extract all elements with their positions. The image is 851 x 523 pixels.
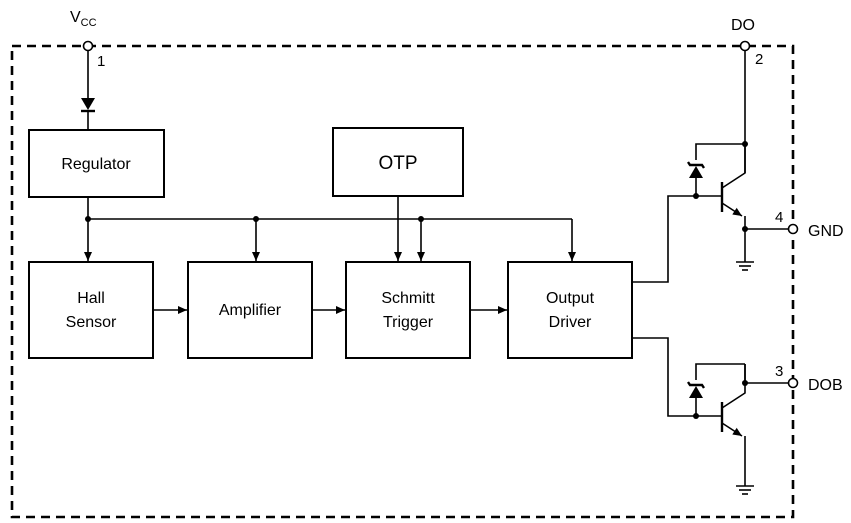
output-driver-label-line1: Output [546,290,595,307]
gnd-label: GND [808,223,844,240]
gnd-terminal: 4 GND [775,209,844,240]
vcc-label: VCC [70,9,97,29]
do-terminal: DO 2 [731,17,763,68]
amplifier-label: Amplifier [219,302,282,319]
schmitt-label-line1: Schmitt [381,290,435,307]
regulator-block: Regulator [28,129,165,198]
vcc-terminal: VCC 1 [70,9,105,130]
do-output-stage [632,50,789,283]
pin-2-number: 2 [755,51,763,68]
otp-block: OTP [332,127,464,197]
dob-label: DOB [808,377,843,394]
regulator-label: Regulator [61,156,131,173]
vcc-diode [81,98,95,110]
hall-label-line1: Hall [77,290,105,307]
output-driver-block: Output Driver [507,261,633,359]
dob-terminal: 3 DOB [775,363,843,394]
output-driver-label-line2: Driver [549,314,592,331]
do-label: DO [731,17,755,34]
chip-boundary [10,44,795,519]
do-zener-diode [689,166,703,178]
amplifier-block: Amplifier [187,261,313,359]
hall-label-line2: Sensor [66,314,117,331]
pin-4-number: 4 [775,209,783,226]
dob-zener-diode [689,386,703,398]
dob-output-stage [632,337,789,495]
pin-1-number: 1 [97,53,105,70]
schmitt-trigger-block: Schmitt Trigger [345,261,471,359]
supply-bus [84,196,576,261]
schmitt-label-line2: Trigger [383,314,434,331]
hall-sensor-block: Hall Sensor [28,261,154,359]
otp-label: OTP [378,153,417,174]
pin-3-number: 3 [775,363,783,380]
